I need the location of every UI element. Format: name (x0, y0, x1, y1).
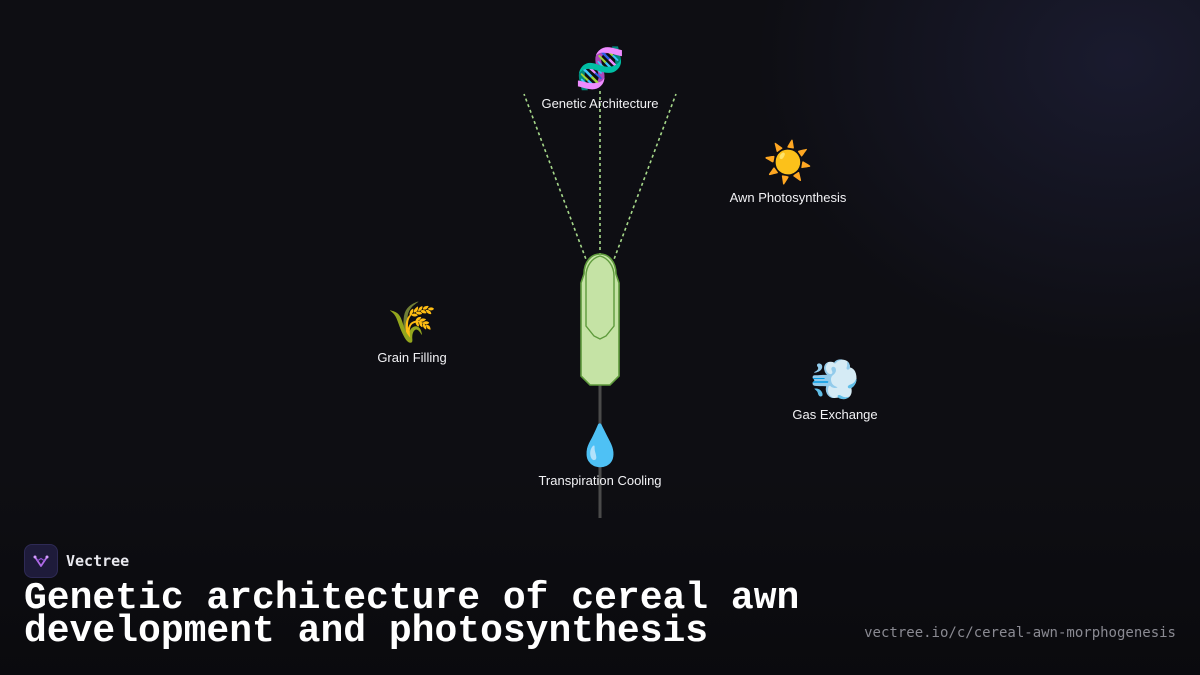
source-url[interactable]: vectree.io/c/cereal-awn-morphogenesis (864, 625, 1176, 641)
awn-diagram: 🧬 Genetic Architecture ☀️ Awn Photosynth… (377, 46, 878, 518)
vectree-logo-icon (24, 544, 58, 578)
node-label: Genetic Architecture (541, 96, 659, 111)
awn-left (523, 93, 591, 271)
node-label: Transpiration Cooling (538, 473, 662, 488)
node-label: Awn Photosynthesis (729, 190, 847, 205)
dna-icon: 🧬 (575, 46, 625, 92)
brand: Vectree (24, 544, 129, 578)
sun-icon: ☀️ (763, 140, 813, 186)
node-transpiration-cooling: 💧 Transpiration Cooling (538, 423, 661, 488)
droplet-icon: 💧 (575, 423, 625, 469)
vectree-logo-mark (33, 555, 49, 567)
wheat-icon: 🌾 (387, 300, 437, 346)
node-genetic-architecture: 🧬 Genetic Architecture (541, 46, 658, 111)
node-label: Grain Filling (377, 350, 447, 365)
brand-name: Vectree (66, 552, 130, 570)
node-grain-filling: 🌾 Grain Filling (377, 300, 446, 365)
node-label: Gas Exchange (792, 407, 878, 422)
wind-icon: 💨 (810, 357, 860, 403)
awn-right (609, 93, 677, 271)
node-gas-exchange: 💨 Gas Exchange (792, 357, 877, 422)
page-title: Genetic architecture of cereal awn devel… (24, 577, 800, 653)
node-awn-photosynthesis: ☀️ Awn Photosynthesis (730, 140, 847, 205)
spike-illustration (523, 88, 677, 518)
spike-grain (585, 255, 615, 340)
